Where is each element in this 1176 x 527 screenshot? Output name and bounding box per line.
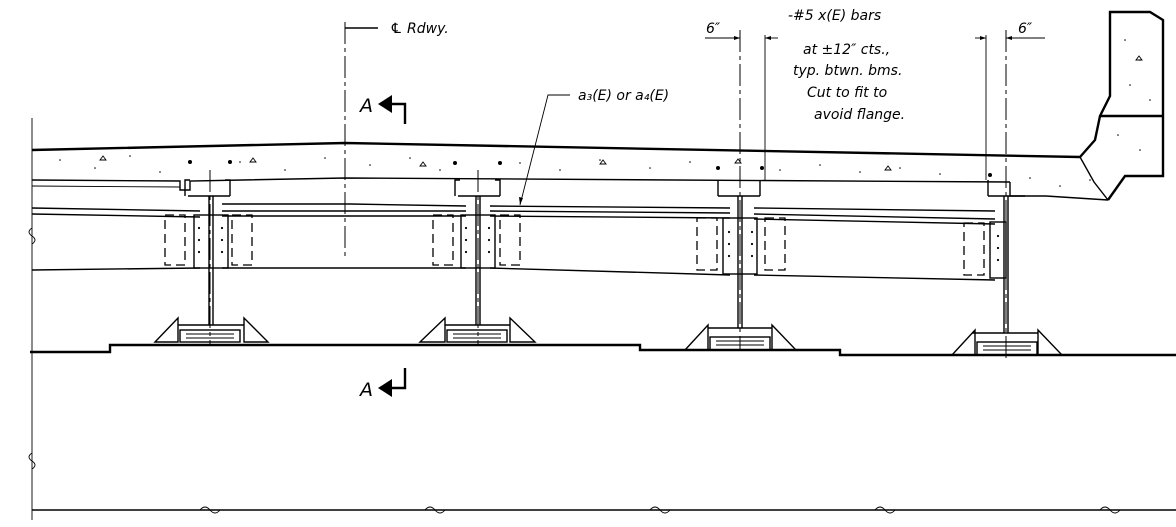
section-marker-top: A bbox=[358, 95, 407, 124]
bars-note-line-4: Cut to fit to bbox=[807, 85, 887, 101]
dimension-right-label: 6″ bbox=[1018, 21, 1033, 37]
girder-1 bbox=[178, 179, 244, 326]
hidden-stiffeners bbox=[164, 214, 985, 276]
section-marker-top-label: A bbox=[358, 95, 373, 117]
bent-cap bbox=[30, 343, 1176, 357]
bottom-line bbox=[32, 506, 1176, 514]
section-marker-bottom: A bbox=[358, 368, 407, 401]
rebar-callout: a₃(E) or a₄(E) bbox=[519, 88, 669, 206]
bars-note-line-5: avoid flange. bbox=[814, 107, 905, 123]
girder-2 bbox=[445, 179, 510, 326]
dimension-right-6in: 6″ bbox=[975, 21, 1045, 40]
dimension-left-6in: 6″ bbox=[705, 21, 778, 40]
centerline-roadway: ℄ Rdwy. bbox=[344, 21, 449, 258]
rebar-callout-label: a₃(E) or a₄(E) bbox=[578, 88, 669, 104]
concrete-deck bbox=[31, 141, 1109, 201]
centerline-label: ℄ Rdwy. bbox=[390, 21, 449, 37]
bars-note-line-3: typ. btwn. bms. bbox=[793, 63, 902, 79]
dimension-left-label: 6″ bbox=[706, 21, 721, 37]
bars-note-line-1: -#5 x(E) bars bbox=[788, 8, 881, 24]
slab-rebar-dots bbox=[188, 160, 992, 177]
bars-note: -#5 x(E) bars at ±12″ cts., typ. btwn. b… bbox=[788, 8, 905, 123]
girder-4 bbox=[972, 180, 1038, 334]
aggregate-triangles bbox=[99, 155, 892, 171]
bearings bbox=[153, 316, 1064, 356]
concrete-stipple bbox=[59, 155, 1091, 187]
section-marker-bottom-label: A bbox=[358, 379, 373, 401]
dimension-extension-lines bbox=[209, 30, 1007, 360]
concrete-barrier bbox=[1079, 10, 1165, 201]
bars-note-line-2: at ±12″ cts., bbox=[803, 42, 890, 58]
diaphragms bbox=[31, 203, 996, 281]
left-boundary bbox=[28, 118, 36, 520]
